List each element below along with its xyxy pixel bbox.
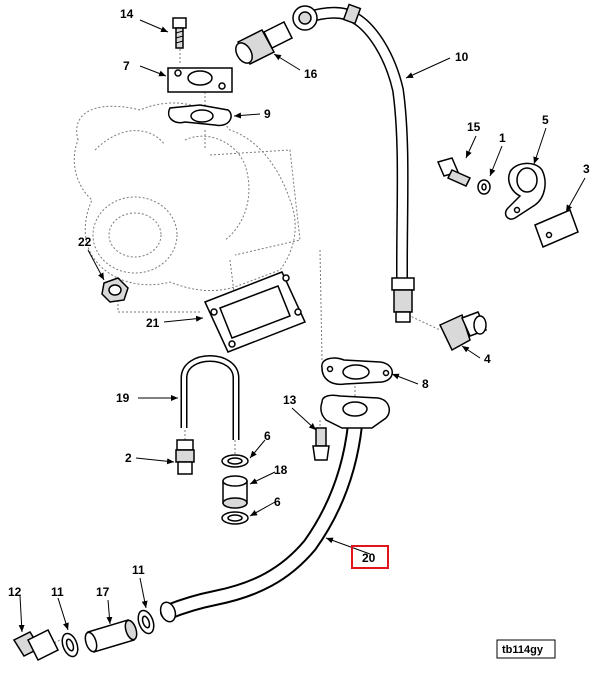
callout-4: 4 bbox=[484, 352, 491, 366]
leader-lines bbox=[18, 19, 586, 633]
callout-11-right: 11 bbox=[132, 563, 145, 577]
hose-part bbox=[222, 475, 248, 509]
drain-hose-part bbox=[84, 619, 138, 653]
drain-hose-clamp-right-part bbox=[137, 609, 155, 635]
bolt-part bbox=[172, 17, 187, 49]
flange-part bbox=[167, 67, 233, 93]
drain-hose-clamp-left-part bbox=[61, 632, 79, 658]
callout-6-upper: 6 bbox=[264, 429, 271, 443]
callout-6-lower: 6 bbox=[274, 495, 281, 509]
hose-clamp-upper-part bbox=[221, 454, 249, 468]
figure-id-tag: tb114gy bbox=[496, 639, 556, 659]
drain-elbow-part bbox=[12, 628, 60, 662]
flange-gasket-part bbox=[321, 357, 393, 386]
tube-clamp-part bbox=[504, 162, 546, 220]
callout-3: 3 bbox=[583, 162, 590, 176]
callout-8: 8 bbox=[422, 377, 429, 391]
callout-18: 18 bbox=[274, 463, 288, 477]
gasket-part bbox=[168, 104, 232, 127]
callout-10: 10 bbox=[455, 50, 469, 64]
callout-20: 20 bbox=[362, 551, 376, 565]
u-tube-part bbox=[180, 355, 240, 440]
turbocharger-ghost-outline bbox=[73, 102, 301, 301]
callout-21: 21 bbox=[146, 316, 160, 330]
callout-19: 19 bbox=[116, 391, 130, 405]
figure-id-text: tb114gy bbox=[502, 644, 544, 656]
capscrew-part bbox=[436, 157, 472, 187]
locknut-part bbox=[101, 277, 129, 303]
oil-drain-tube-part bbox=[159, 394, 391, 623]
fitting-part bbox=[235, 20, 294, 65]
oil-supply-tube-part bbox=[292, 3, 415, 323]
callout-1: 1 bbox=[499, 131, 506, 145]
callout-16: 16 bbox=[304, 67, 318, 81]
callout-labels: 14 7 9 16 10 15 1 5 3 4 22 21 8 19 13 2 … bbox=[8, 7, 590, 599]
callout-9: 9 bbox=[264, 107, 271, 121]
callout-11-left: 11 bbox=[51, 585, 64, 599]
highlighted-callout-20: 20 bbox=[351, 545, 389, 569]
callout-2: 2 bbox=[125, 451, 132, 465]
callout-12: 12 bbox=[8, 585, 22, 599]
callout-15: 15 bbox=[467, 120, 481, 134]
drain-gasket-part bbox=[203, 271, 307, 353]
connector-part bbox=[175, 439, 195, 475]
hose-clamp-lower-part bbox=[221, 511, 249, 525]
stud-part bbox=[312, 427, 330, 461]
callout-14: 14 bbox=[120, 7, 134, 21]
washer-part bbox=[477, 179, 491, 195]
callout-5: 5 bbox=[542, 113, 549, 127]
callout-17: 17 bbox=[96, 585, 110, 599]
callout-7: 7 bbox=[123, 59, 130, 73]
highlight-box bbox=[351, 545, 389, 569]
callout-22: 22 bbox=[78, 235, 92, 249]
elbow-fitting-part bbox=[438, 311, 488, 352]
callout-13: 13 bbox=[283, 393, 297, 407]
spacer-plate-part bbox=[534, 208, 579, 249]
